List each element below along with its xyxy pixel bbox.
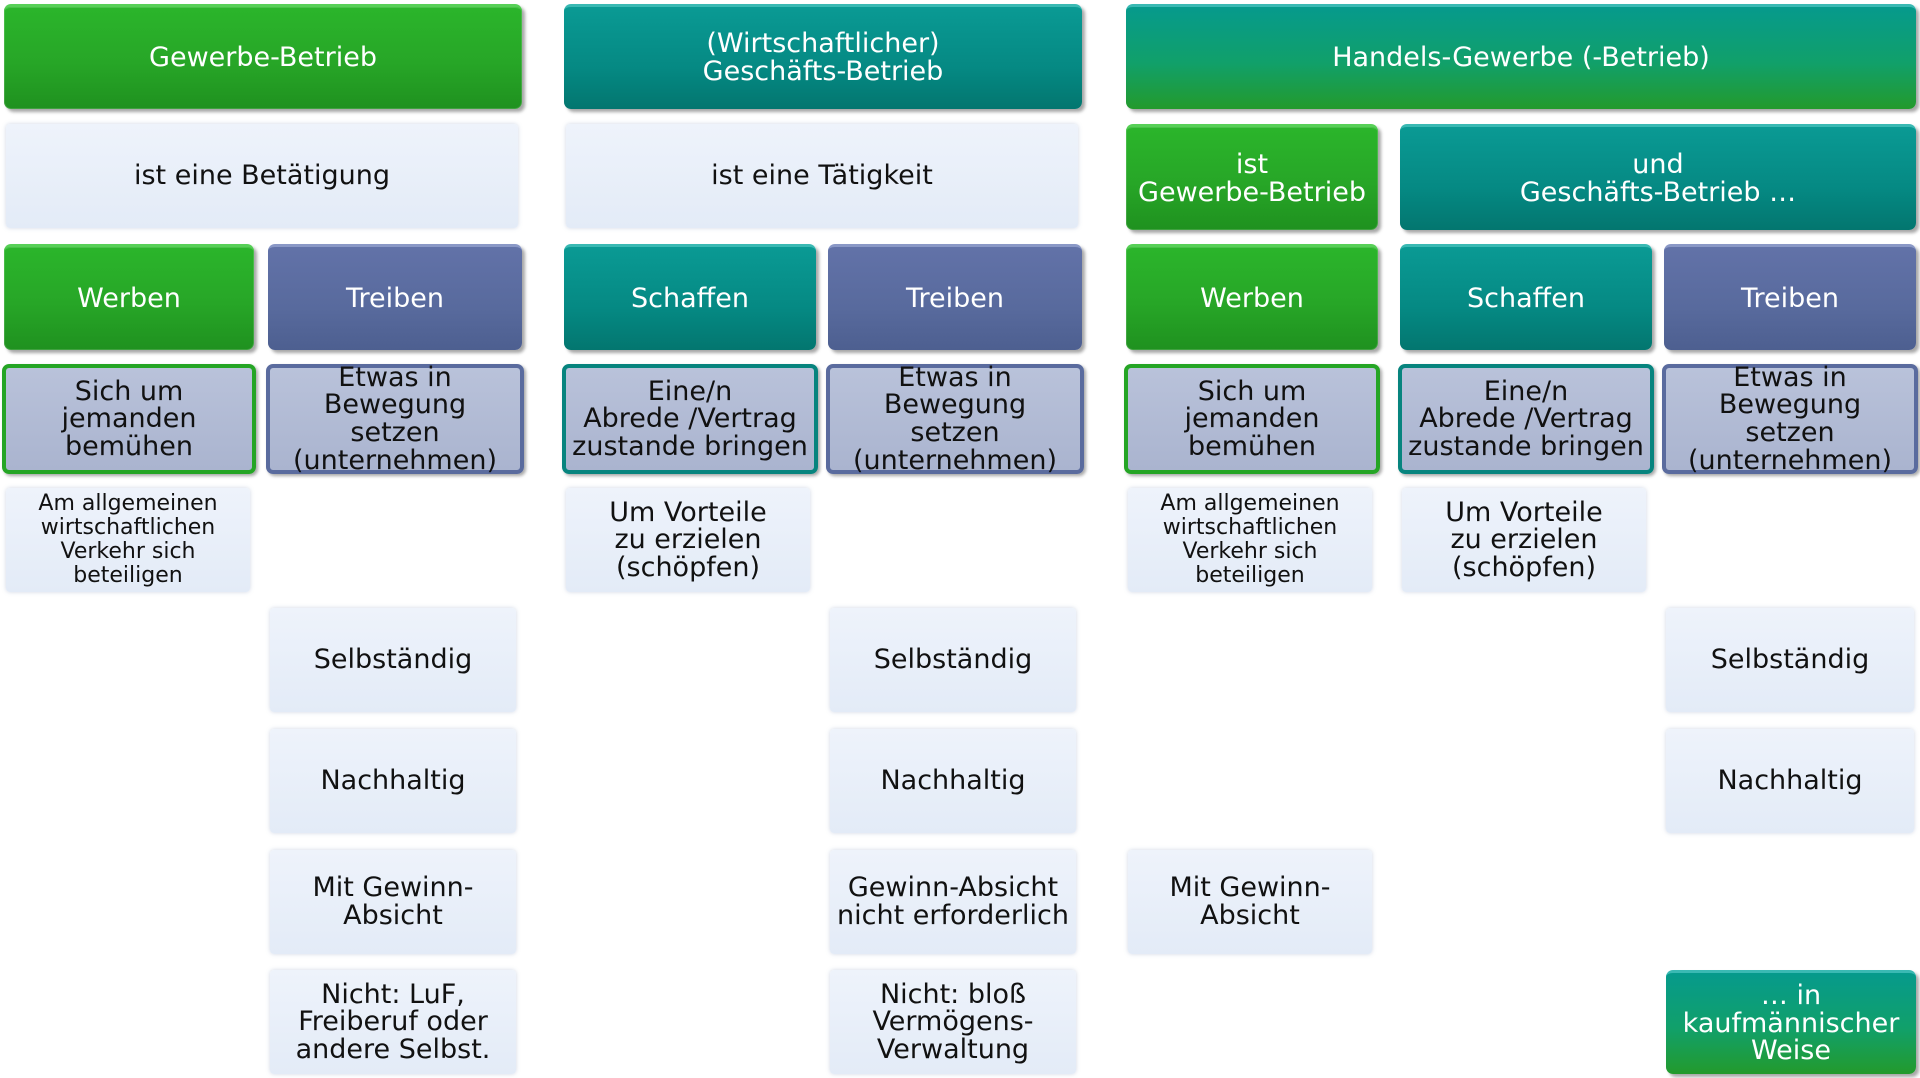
gewerbe-betrieb-header: Gewerbe-Betrieb (4, 4, 522, 109)
handels-gewerbe-header: Handels-Gewerbe (-Betrieb) (1126, 4, 1916, 109)
geschaefts-criterion-gewinn: Gewinn-Absicht nicht erforderlich (830, 850, 1076, 954)
geschaefts-criterion-selbstaendig: Selbständig (830, 608, 1076, 712)
handel-werben-meaning: Sich um jemanden bemühen (1124, 364, 1380, 474)
geschaefts-criterion-nachhaltig: Nachhaltig (830, 729, 1076, 833)
handel-werben-note: Am allgemeinen wirtschaftlichen Verkehr … (1128, 488, 1372, 592)
handel-treiben: Treiben (1664, 244, 1916, 350)
gewerbe-criterion-selbstaendig: Selbständig (270, 608, 516, 712)
geschaefts-definition: ist eine Tätigkeit (566, 124, 1078, 228)
geschaefts-criterion-ausschluss: Nicht: bloß Vermögens- Verwaltung (830, 970, 1076, 1074)
handel-criterion-selbstaendig: Selbständig (1666, 608, 1914, 712)
gewerbe-criterion-nachhaltig: Nachhaltig (270, 729, 516, 833)
geschaefts-betrieb-header: (Wirtschaftlicher) Geschäfts-Betrieb (564, 4, 1082, 109)
handel-criterion-nachhaltig: Nachhaltig (1666, 729, 1914, 833)
geschaefts-schaffen-note: Um Vorteile zu erzielen (schöpfen) (566, 488, 810, 592)
gewerbe-definition: ist eine Betätigung (6, 124, 518, 228)
gewerbe-criterion-ausschluss: Nicht: LuF, Freiberuf oder andere Selbst… (270, 970, 516, 1074)
handel-ist-gewerbe: ist Gewerbe-Betrieb (1126, 124, 1378, 230)
handel-werben: Werben (1126, 244, 1378, 350)
handel-schaffen: Schaffen (1400, 244, 1652, 350)
geschaefts-schaffen: Schaffen (564, 244, 816, 350)
geschaefts-treiben-meaning: Etwas in Bewegung setzen (unternehmen) (826, 364, 1084, 474)
geschaefts-treiben: Treiben (828, 244, 1082, 350)
gewerbe-werben-meaning: Sich um jemanden bemühen (2, 364, 256, 474)
gewerbe-criterion-gewinn: Mit Gewinn- Absicht (270, 850, 516, 954)
handel-und-geschaefts: und Geschäfts-Betrieb … (1400, 124, 1916, 230)
handel-schaffen-meaning: Eine/n Abrede /Vertrag zustande bringen (1398, 364, 1654, 474)
handel-treiben-meaning: Etwas in Bewegung setzen (unternehmen) (1662, 364, 1918, 474)
gewerbe-werben: Werben (4, 244, 254, 350)
handel-schaffen-note: Um Vorteile zu erzielen (schöpfen) (1402, 488, 1646, 592)
handel-kaufmaennisch: … in kaufmännischer Weise (1666, 970, 1916, 1074)
gewerbe-treiben: Treiben (268, 244, 522, 350)
handel-criterion-gewinn: Mit Gewinn- Absicht (1128, 850, 1372, 954)
gewerbe-werben-note: Am allgemeinen wirtschaftlichen Verkehr … (6, 488, 250, 592)
gewerbe-treiben-meaning: Etwas in Bewegung setzen (unternehmen) (266, 364, 524, 474)
geschaefts-schaffen-meaning: Eine/n Abrede /Vertrag zustande bringen (562, 364, 818, 474)
